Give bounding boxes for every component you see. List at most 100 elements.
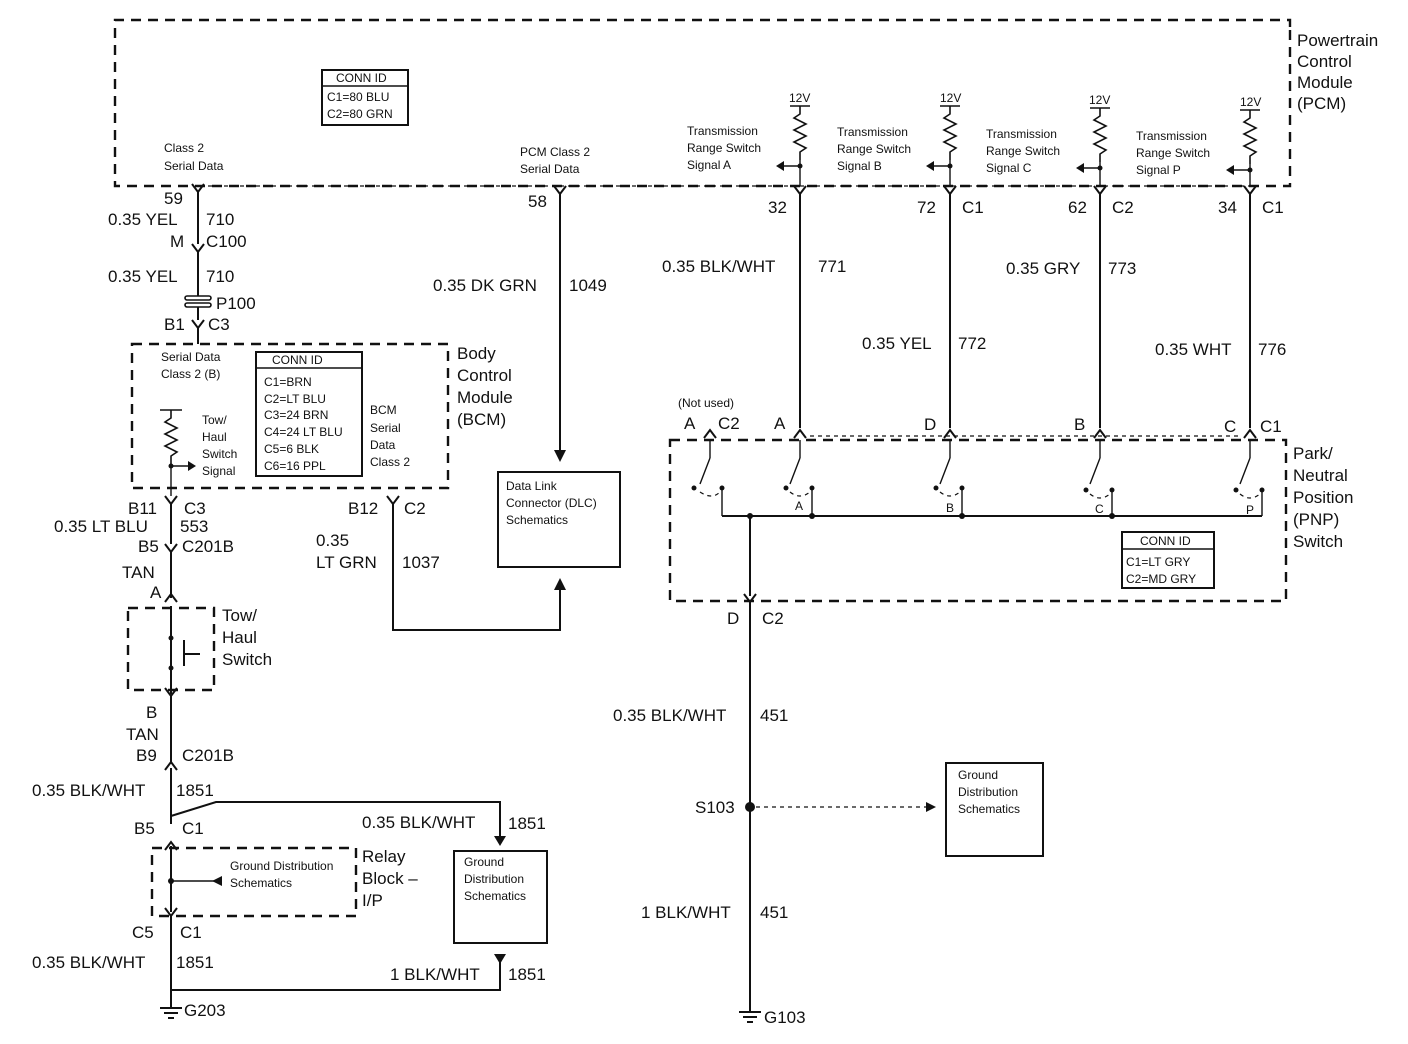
bcm-conn-id-line-4: C4=24 LT BLU	[264, 425, 343, 439]
dlc-label-3: Schematics	[506, 513, 568, 527]
pin-32: 32	[768, 198, 787, 217]
circuit-776: 776	[1258, 340, 1286, 359]
pcm-output-wires: 32 0.35 BLK/WHT 771 72 C1 0.35 YEL 772 6…	[433, 185, 1286, 462]
circuit-772: 772	[958, 334, 986, 353]
gd-left-1: Ground	[464, 855, 504, 869]
signal-a-label-3: Signal A	[687, 158, 731, 172]
bcm-title-2: Control	[457, 366, 512, 385]
relay-title-2: Block –	[362, 869, 418, 888]
gd-right-2: Distribution	[958, 785, 1018, 799]
pcm-conn-id-line-2: C2=80 GRN	[327, 107, 393, 121]
pnp-pin-5: C	[1224, 417, 1236, 436]
pin-59: 59	[164, 189, 183, 208]
bcm-serial-label-2: Class 2 (B)	[161, 367, 220, 381]
signal-c-12v: 12V	[1089, 93, 1110, 107]
pnp-contact-p: P	[1233, 440, 1265, 517]
pnp-pin-3: D	[924, 415, 936, 434]
ground-g103-icon	[739, 1011, 761, 1023]
pcm-boundary	[113, 18, 1292, 188]
signal-a-label-1: Transmission	[687, 124, 758, 138]
gd-right-1: Ground	[958, 768, 998, 782]
class2-wire-710: 59 0.35 YEL 710 M C100 0.35 YEL 710 P100…	[108, 183, 256, 344]
bcm-conn-id-line-2: C2=LT BLU	[264, 392, 326, 406]
relay-title-3: I/P	[362, 891, 383, 910]
pin-c5: C5	[132, 923, 154, 942]
conn-c2-bcm: C2	[404, 499, 426, 518]
circuit-1049: 1049	[569, 276, 607, 295]
gd-schematics-box-left[interactable]: Ground Distribution Schematics	[453, 850, 548, 944]
class2-label-1: Class 2	[164, 141, 204, 155]
pin-b5b: B5	[134, 819, 155, 838]
pcm-title-1: Powertrain	[1297, 31, 1378, 50]
bcm-conn-id-title: CONN ID	[272, 353, 323, 367]
circuit-771: 771	[818, 257, 846, 276]
circuit-1851c: 1851	[176, 953, 214, 972]
pcm-conn-id-line-1: C1=80 BLU	[327, 90, 389, 104]
splice-s103-label: S103	[695, 798, 735, 817]
conn-p100: P100	[216, 294, 256, 313]
pcm-conn-id: CONN ID C1=80 BLU C2=80 GRN	[321, 69, 409, 126]
signal-c-label-1: Transmission	[986, 127, 1057, 141]
wire-710b-label: 0.35 YEL	[108, 267, 178, 286]
tow-signal-4: Signal	[202, 464, 235, 478]
conn-c3a: C3	[208, 315, 230, 334]
bcm-conn-id-line-5: C5=6 BLK	[264, 442, 319, 456]
pin-b-tow: B	[146, 703, 157, 722]
conn-72: C1	[962, 198, 984, 217]
bcm-conn-id: CONN ID C1=BRN C2=LT BLU C3=24 BRN C4=24…	[255, 351, 363, 477]
bcm-conn-id-line-3: C3=24 BRN	[264, 408, 328, 422]
pnp-contact-label-b: B	[946, 501, 954, 515]
ground-g203: G203	[184, 1001, 226, 1020]
pnp-contact-label-c: C	[1095, 502, 1104, 516]
bcm-conn-id-line-1: C1=BRN	[264, 375, 312, 389]
tow-signal-2: Haul	[202, 430, 227, 444]
pcm-conn-id-title: CONN ID	[336, 71, 387, 85]
signal-b-label-2: Range Switch	[837, 142, 911, 156]
signal-b-12v: 12V	[940, 91, 961, 105]
circuit-1037: 1037	[402, 553, 440, 572]
pcm-title-4: (PCM)	[1297, 94, 1346, 113]
pnp-title-1: Park/	[1293, 444, 1333, 463]
wire-1037-label-2: LT GRN	[316, 553, 377, 572]
pnp-conn-id: CONN ID C1=LT GRY C2=MD GRY	[1121, 531, 1215, 589]
wire-1851c-label: 0.35 BLK/WHT	[32, 953, 145, 972]
pnp-conn-id-title: CONN ID	[1140, 534, 1191, 548]
signal-p-label-3: Signal P	[1136, 163, 1181, 177]
wire-451b-label: 1 BLK/WHT	[641, 903, 731, 922]
pnp-boundary	[668, 438, 1288, 603]
tow-signal-3: Switch	[202, 447, 237, 461]
pnp-not-used: (Not used)	[678, 396, 734, 410]
pin-34: 34	[1218, 198, 1237, 217]
signal-a-circuit: 12V Transmission Range Switch Signal A	[687, 91, 810, 186]
pnp-contact-c: C	[1083, 440, 1115, 516]
pnp-title-4: (PNP)	[1293, 510, 1339, 529]
pnp-out-pin: D	[727, 609, 739, 628]
signal-p-circuit: 12V Transmission Range Switch Signal P	[1136, 95, 1261, 186]
pcm-title-3: Module	[1297, 73, 1353, 92]
gd-schematics-box-right[interactable]: Ground Distribution Schematics	[945, 762, 1044, 857]
wire-1851a-label: 0.35 BLK/WHT	[32, 781, 145, 800]
pnp-title-2: Neutral	[1293, 466, 1348, 485]
conn-c3b: C3	[184, 499, 206, 518]
signal-c-label-3: Signal C	[986, 161, 1032, 175]
signal-p-label-1: Transmission	[1136, 129, 1207, 143]
ground-g203-icon	[160, 1007, 182, 1019]
wire-1049-label: 0.35 DK GRN	[433, 276, 537, 295]
bcm-title-1: Body	[457, 344, 496, 363]
pnp-contact-label-p: P	[1246, 503, 1254, 517]
pin-58: 58	[528, 192, 547, 211]
pcm-title-2: Control	[1297, 52, 1352, 71]
wire-tan-b: TAN	[126, 725, 159, 744]
wire-772-label: 0.35 YEL	[862, 334, 932, 353]
signal-b-label-3: Signal B	[837, 159, 882, 173]
gd-right-3: Schematics	[958, 802, 1020, 816]
circuit-553: 553	[180, 517, 208, 536]
circuit-773: 773	[1108, 259, 1136, 278]
dlc-schematics-box[interactable]: Data Link Connector (DLC) Schematics	[497, 471, 621, 568]
pin-b9: B9	[136, 746, 157, 765]
bcm-module: Body Control Module (BCM) Serial Data Cl…	[130, 342, 513, 496]
pnp-contact-a: A	[783, 440, 815, 516]
gd-left-3: Schematics	[464, 889, 526, 903]
pnp-conn-1: C2	[718, 414, 740, 433]
